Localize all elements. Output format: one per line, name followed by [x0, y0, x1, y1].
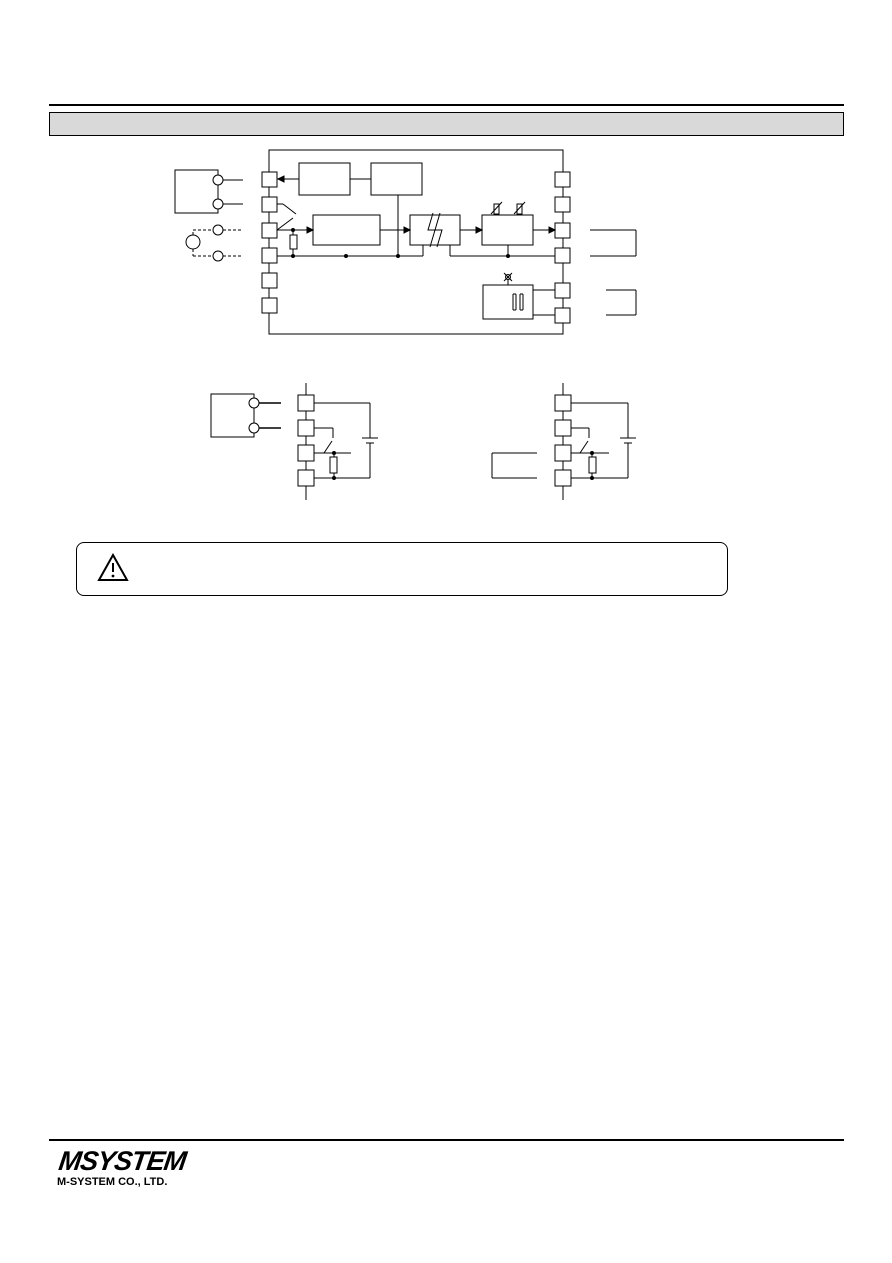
section-header-bar — [49, 112, 844, 136]
terminal-l6 — [261, 297, 278, 314]
terminal-l5 — [261, 272, 278, 289]
terminal-r6 — [554, 307, 571, 324]
sensor-device — [174, 169, 219, 214]
company-logo: MSYSTEM M-SYSTEM CO., LTD. — [56, 1146, 188, 1189]
terminal-r3 — [554, 222, 571, 239]
footer-rule — [49, 1139, 844, 1141]
terminal-l2 — [261, 196, 278, 213]
sensor-device-2 — [210, 393, 255, 438]
block-diagram — [174, 149, 637, 500]
terminal-r5 — [554, 282, 571, 299]
block-top-left — [298, 162, 351, 196]
block-output-circuit — [481, 214, 534, 246]
warning-box — [76, 542, 728, 596]
warning-triangle-icon — [97, 553, 129, 581]
block-top-right — [370, 162, 423, 196]
terminal-r4 — [554, 247, 571, 264]
terminal-l3 — [261, 222, 278, 239]
terminal-l4 — [261, 247, 278, 264]
logo-mark: MSYSTEM — [56, 1146, 188, 1176]
terminal-r2 — [554, 196, 571, 213]
terminal-l1 — [261, 171, 278, 188]
block-power — [482, 284, 534, 320]
company-name: M-SYSTEM CO., LTD. — [57, 1176, 168, 1188]
block-input-circuit — [312, 214, 381, 246]
header-rule — [49, 104, 844, 106]
main-enclosure — [268, 149, 564, 335]
terminal-r1 — [554, 171, 571, 188]
